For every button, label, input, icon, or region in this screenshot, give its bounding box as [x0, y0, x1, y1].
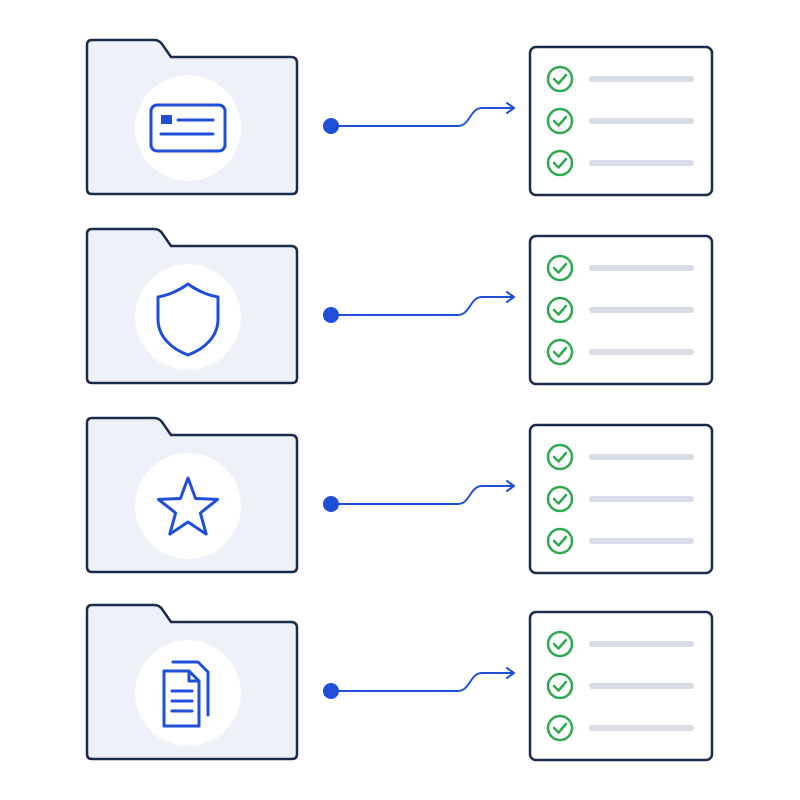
diagram-row: [85, 38, 714, 197]
checkmark-icon: [552, 535, 568, 547]
checklist-card: [528, 45, 714, 197]
check-circle-icon: [546, 527, 574, 555]
check-circle-icon: [546, 485, 574, 513]
star-icon: [157, 476, 219, 536]
checkmark-icon: [552, 73, 568, 85]
document-front-page: [162, 669, 201, 728]
check-circle-icon: [546, 296, 574, 324]
checklist-item: [546, 443, 694, 471]
diagram-row: [85, 603, 714, 762]
icon-circle: [135, 640, 241, 746]
icon-circle: [135, 264, 241, 370]
checklist-item: [546, 107, 694, 135]
icon-circle: [135, 75, 241, 181]
checkmark-icon: [552, 262, 568, 274]
checkmark-icon: [552, 451, 568, 463]
connector-line: [330, 296, 514, 316]
checklist-item: [546, 714, 694, 742]
check-circle-icon: [546, 338, 574, 366]
check-circle-icon: [546, 443, 574, 471]
diagram-row: [85, 227, 714, 386]
checklist-card: [528, 610, 714, 762]
arrowhead-icon: [506, 102, 515, 114]
checkmark-icon: [552, 346, 568, 358]
arrowhead-icon: [506, 291, 515, 303]
diagram-row: [85, 416, 714, 575]
checklist-item: [546, 65, 694, 93]
id-card-outline: [149, 103, 227, 153]
document-fold: [187, 669, 201, 683]
document-back-page: [171, 660, 210, 717]
connector-line: [330, 107, 514, 127]
checkmark-icon: [552, 493, 568, 505]
icon-circle: [135, 453, 241, 559]
check-circle-icon: [546, 714, 574, 742]
checkmark-icon: [552, 680, 568, 692]
arrowhead-icon: [506, 667, 515, 679]
checklist-item: [546, 254, 694, 282]
checklist-card: [528, 234, 714, 386]
checklist-item: [546, 630, 694, 658]
arrowhead-icon: [506, 480, 515, 492]
check-circle-icon: [546, 672, 574, 700]
checkmark-icon: [552, 157, 568, 169]
checkmark-icon: [552, 722, 568, 734]
checklist-item: [546, 149, 694, 177]
checklist-item: [546, 485, 694, 513]
checkmark-icon: [552, 304, 568, 316]
documents-icon: [162, 660, 210, 728]
checklist-item: [546, 527, 694, 555]
check-circle-icon: [546, 65, 574, 93]
checklist-item: [546, 338, 694, 366]
shield-icon: [156, 282, 220, 357]
checklist-item: [546, 672, 694, 700]
checkmark-icon: [552, 115, 568, 127]
connector-line: [330, 485, 514, 505]
connector-line: [330, 672, 514, 692]
check-circle-icon: [546, 149, 574, 177]
checkmark-icon: [552, 638, 568, 650]
id-card-icon: [149, 103, 227, 153]
checklist-item: [546, 296, 694, 324]
check-circle-icon: [546, 630, 574, 658]
checklist-card: [528, 423, 714, 575]
check-circle-icon: [546, 254, 574, 282]
id-card-photo: [161, 115, 172, 124]
check-circle-icon: [546, 107, 574, 135]
